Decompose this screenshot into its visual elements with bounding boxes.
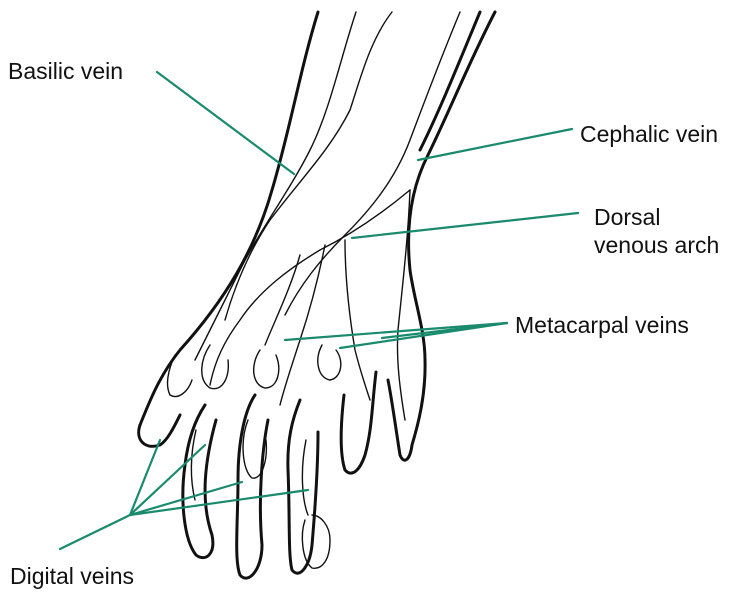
digital-leader-2 [130,440,160,515]
digital-veins-label: Digital veins [10,562,134,590]
dorsal-venous-arch-label: Dorsal venous arch [594,203,719,259]
digital-leader-5 [130,490,308,515]
ring-finger [237,395,268,578]
cephalic-vein-line [285,12,460,315]
metacarpal-vein-3 [265,255,300,345]
basilic-vein-line-b [225,12,392,320]
thumb-vein [397,190,410,420]
digital-knuckle-3 [254,350,279,388]
basilic-vein-line-a [195,12,356,360]
forearm-right-inner [420,12,480,150]
basilic-leader [157,72,294,174]
middle-finger-vein [302,440,308,515]
metacarpal-vein-2 [345,240,370,400]
cephalic-leader [418,129,572,160]
basilic-vein-label: Basilic vein [8,57,123,85]
little-finger [183,405,216,558]
dorsal-label-line1: Dorsal [594,203,719,231]
digital-knuckle-4 [318,345,341,380]
index-finger [341,372,376,473]
forearm-left-edge [140,12,318,425]
middle-fingertip-nail [302,515,330,568]
little-finger-vein [191,430,196,500]
dorsal-arch-line [210,190,410,385]
metacarpal-vein-1 [280,245,325,405]
digital-leader-1 [60,515,130,549]
thumb [388,360,425,460]
dorsal-label-line2: venous arch [594,231,719,259]
leader-lines [60,72,578,549]
metacarpal-veins-label: Metacarpal veins [515,311,689,339]
forearm-right-edge [409,12,495,360]
vein-network [168,12,460,568]
cephalic-vein-label: Cephalic vein [580,120,718,148]
dorsal-leader [352,213,578,238]
metacarpal-leader-1 [285,323,507,340]
